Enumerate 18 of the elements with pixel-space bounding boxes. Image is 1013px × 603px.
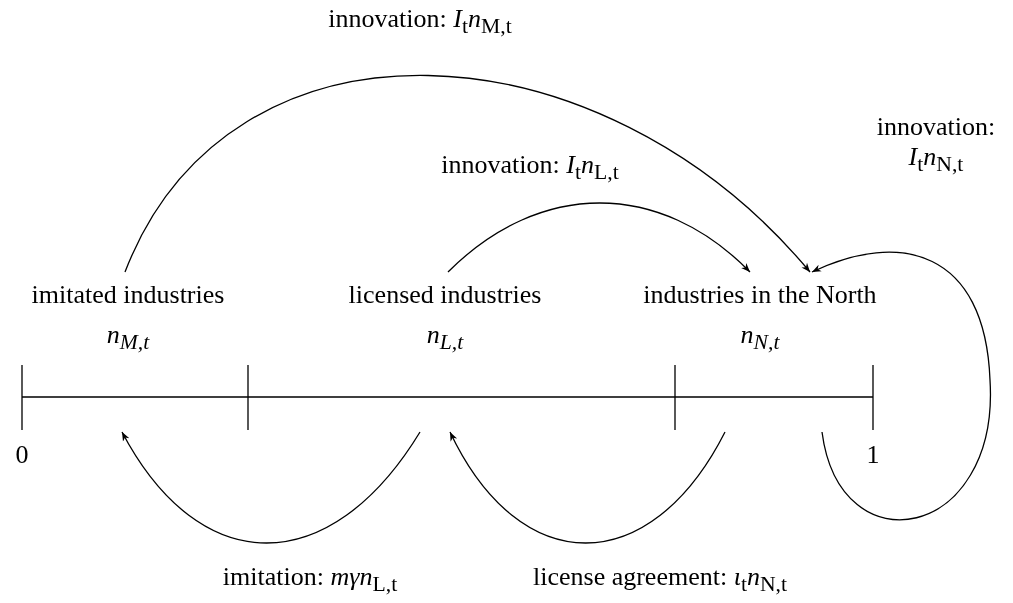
arrow [121,431,421,544]
edge-label: license agreement: ι$_{t}$n$_{N,t}$ [532,562,788,598]
variable-label: n$_{M,t}$ [106,320,150,356]
tick-label: 0 [14,440,30,470]
edge-label: innovation: I$_{t}$n$_{M,t}$ [327,4,513,40]
arrow [124,74,811,273]
edge-label: innovation: I$_{t}$n$_{L,t}$ [440,150,620,186]
variable-label: n$_{N,t}$ [740,320,780,356]
arrow [811,251,991,521]
group-title: industries in the North [643,280,877,310]
tick-label: 1 [865,440,881,470]
arrow [449,431,726,544]
group-title: imitated industries [31,280,225,310]
group-title: licensed industries [348,280,542,310]
edge-label: imitation: mγn$_{L,t}$ [221,562,399,598]
arrow [447,202,751,273]
edge-label: innovation: I$_{t}$n$_{N,t}$ [875,112,997,178]
variable-label: n$_{L,t}$ [426,320,464,356]
